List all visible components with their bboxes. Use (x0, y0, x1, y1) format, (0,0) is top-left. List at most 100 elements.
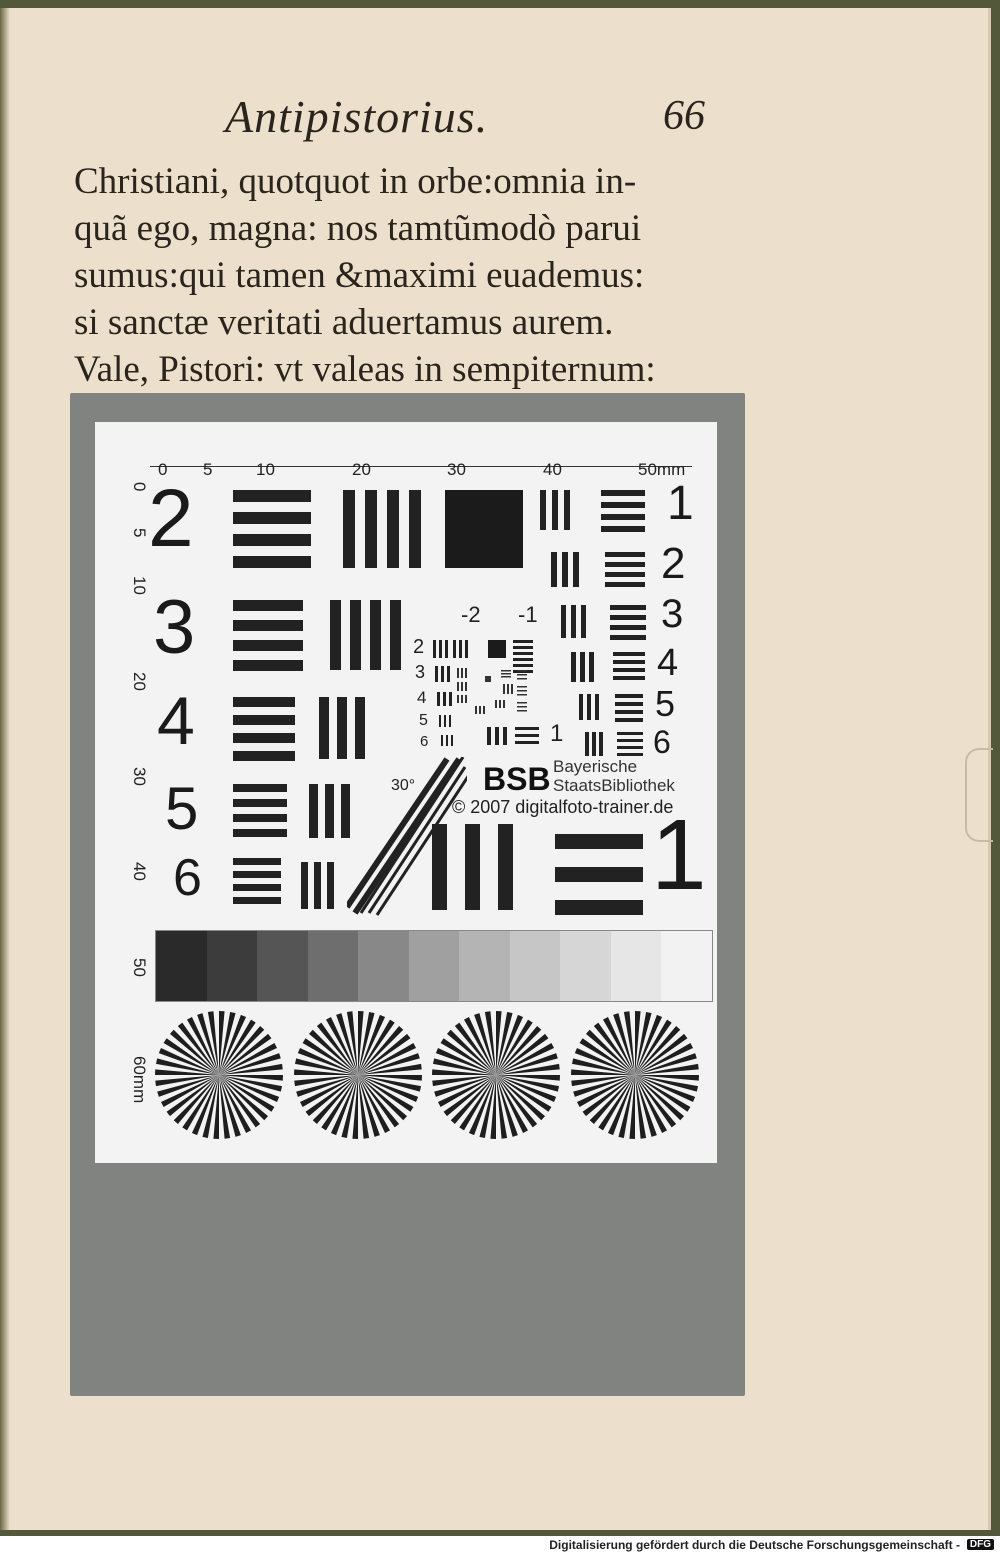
bar-group (561, 605, 586, 638)
group-number: 3 (661, 592, 684, 636)
center-label: -2 (461, 602, 481, 627)
grey-patch (459, 931, 510, 1001)
library-name-line: Bayerische (553, 757, 638, 776)
mini-bar-group (433, 640, 468, 658)
grey-patch (257, 931, 308, 1001)
text-line: si sanctæ veritati aduertamus aurem. (74, 302, 614, 343)
diagonal-bar-group (347, 757, 467, 916)
group-number: 2 (148, 473, 194, 564)
reference-square (445, 490, 523, 568)
grey-patch (156, 931, 207, 1001)
grey-patch (408, 931, 459, 1001)
bar-group (617, 732, 643, 756)
side-scale-label: 50 (130, 958, 149, 977)
copyright-text: © 2007 digitalfoto-trainer.de (452, 797, 674, 817)
bar-group (610, 605, 646, 640)
mini-bar-group (437, 692, 452, 706)
top-scale-line (150, 466, 692, 467)
grey-patch (509, 931, 560, 1001)
bar-group (233, 490, 311, 568)
group-number: 4 (157, 683, 195, 759)
side-scale-label: 5 (130, 528, 149, 538)
side-scale-label: 10 (130, 576, 149, 595)
siemens-star (294, 1011, 422, 1139)
bar-group (555, 834, 643, 915)
resolution-target: 0 5 10 20 30 40 50mm 0 5 10 20 30 40 50 … (95, 422, 717, 1163)
center-label: 6 (420, 733, 429, 750)
bar-group (233, 600, 303, 671)
center-label: 2 (413, 636, 425, 658)
angle-label: 30° (391, 777, 416, 794)
bar-group (330, 600, 401, 670)
greyscale-strip (155, 930, 713, 1002)
center-label: -1 (518, 602, 538, 627)
grey-patch (307, 931, 358, 1001)
mini-square (488, 640, 506, 658)
body-text: Christiani, quotquot in orbe:omnia in- q… (74, 158, 714, 393)
group-number: 5 (165, 775, 199, 842)
scale-label: 50mm (638, 460, 686, 479)
bar-group (579, 694, 599, 720)
siemens-star (155, 1011, 283, 1139)
siemens-stars (155, 1011, 699, 1139)
nested-mini-target (457, 668, 527, 714)
bar-group (432, 824, 513, 910)
scale-label: 30 (447, 460, 466, 479)
scale-label: 20 (352, 460, 371, 479)
side-scale-label: 30 (130, 767, 149, 786)
center-label: 3 (415, 662, 426, 682)
bar-group (605, 552, 645, 587)
side-scale-label: 20 (130, 672, 149, 691)
scale-label: 0 (158, 460, 168, 479)
mini-bar-group (487, 727, 507, 745)
bar-group (540, 490, 570, 530)
bar-group (343, 490, 421, 568)
text-line: Christiani, quotquot in orbe:omnia in- (74, 161, 637, 202)
bar-group (551, 552, 579, 587)
bar-group (233, 784, 287, 837)
grey-patch (661, 931, 712, 1001)
grey-patch (358, 931, 409, 1001)
scale-label: 40 (543, 460, 562, 479)
grey-patch (560, 931, 611, 1001)
group-number: 6 (173, 849, 202, 907)
grey-patch (610, 931, 661, 1001)
mini-bar-group (435, 666, 450, 682)
center-label: 4 (417, 688, 427, 707)
bar-group (233, 858, 281, 904)
bar-group (233, 697, 295, 761)
bar-group (571, 652, 594, 682)
grey-patch (206, 931, 257, 1001)
text-line: Vale, Pistori: vt valeas in sempiternum: (74, 349, 656, 390)
group-number: 5 (655, 683, 676, 724)
group-number: 6 (653, 724, 671, 760)
center-label: 1 (550, 720, 564, 747)
group-number: 3 (153, 585, 196, 670)
group-number: 2 (661, 539, 686, 588)
mini-bar-group (441, 735, 453, 746)
page-binding-edge (0, 8, 10, 1530)
page-tab-mark (965, 748, 993, 842)
bar-group (309, 784, 350, 838)
running-head: Antipistorius. (225, 91, 489, 142)
text-line: quã ego, magna: nos tamtũmodò parui (74, 208, 642, 249)
group-number: 1 (651, 799, 707, 911)
funding-note: Digitalisierung gefördert durch die Deut… (549, 1538, 960, 1552)
bar-group (601, 490, 645, 532)
group-number: 1 (667, 477, 694, 530)
siemens-star (571, 1011, 699, 1139)
footer-bar: Digitalisierung gefördert durch die Deut… (0, 1536, 1000, 1556)
group-number: 4 (657, 642, 679, 684)
bar-group (319, 697, 365, 759)
siemens-star (432, 1011, 560, 1139)
scale-label: 10 (256, 460, 275, 479)
side-scale-label: 60mm (130, 1056, 149, 1104)
dfg-logo: DFG (966, 1539, 994, 1550)
folio-number: 66 (663, 93, 705, 139)
side-scale-label: 40 (130, 862, 149, 881)
bar-group (301, 862, 334, 909)
library-name: Bayerische StaatsBibliothek (553, 757, 675, 795)
mini-bar-group (515, 727, 539, 744)
bsb-logo: BSB (483, 761, 551, 797)
library-name-line: StaatsBibliothek (553, 776, 675, 795)
